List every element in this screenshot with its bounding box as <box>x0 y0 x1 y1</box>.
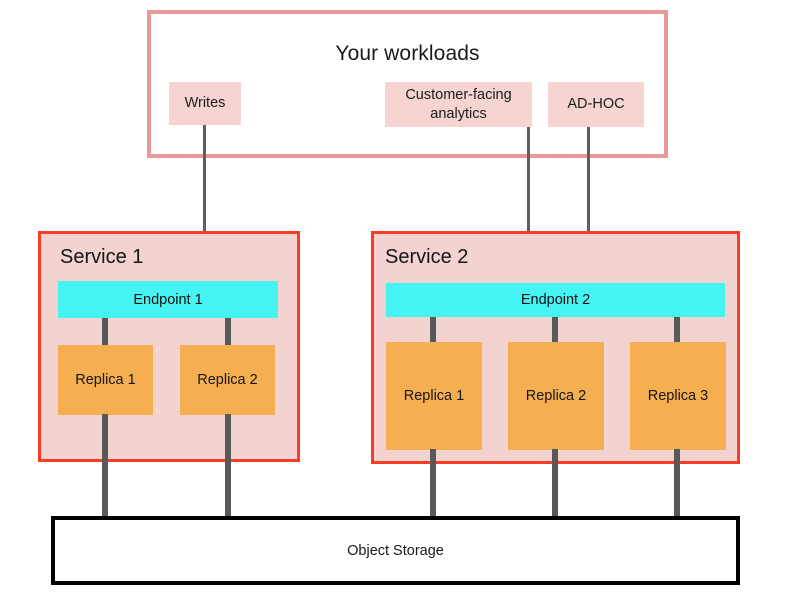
service-2-endpoint[interactable]: Endpoint 2 <box>386 283 725 317</box>
workload-chip-customer-facing-analytics[interactable]: Customer-facing analytics <box>385 82 532 127</box>
workloads-title: Your workloads <box>335 42 480 65</box>
service-1-replica-2[interactable]: Replica 2 <box>180 345 275 415</box>
connector-service1-replica2-to-storage <box>225 414 231 519</box>
service-2-title: Service 2 <box>385 246 469 268</box>
arrow-shaft-writes-to-endpoint1 <box>203 125 206 265</box>
connector-service2-replica1-to-storage <box>430 449 436 519</box>
connector-endpoint2-to-replica1 <box>430 317 436 343</box>
workload-chip-writes[interactable]: Writes <box>169 82 241 125</box>
connector-service2-replica3-to-storage <box>674 449 680 519</box>
arrow-shaft-analytics-to-endpoint2 <box>527 127 530 268</box>
connector-endpoint1-to-replica1 <box>102 318 108 346</box>
service-1-title: Service 1 <box>60 246 144 268</box>
workload-chip-ad-hoc[interactable]: AD-HOC <box>548 82 644 127</box>
service-2-replica-2[interactable]: Replica 2 <box>508 342 604 450</box>
connector-endpoint1-to-replica2 <box>225 318 231 346</box>
object-storage-label: Object Storage <box>347 542 444 559</box>
connector-service2-replica2-to-storage <box>552 449 558 519</box>
service-2-replica-1[interactable]: Replica 1 <box>386 342 482 450</box>
service-1-endpoint[interactable]: Endpoint 1 <box>58 281 278 318</box>
connector-service1-replica1-to-storage <box>102 414 108 519</box>
service-1-replica-1[interactable]: Replica 1 <box>58 345 153 415</box>
connector-endpoint2-to-replica2 <box>552 317 558 343</box>
connector-endpoint2-to-replica3 <box>674 317 680 343</box>
object-storage-container: Object Storage <box>51 516 740 585</box>
service-2-replica-3[interactable]: Replica 3 <box>630 342 726 450</box>
arrow-shaft-adhoc-to-endpoint2 <box>587 127 590 268</box>
